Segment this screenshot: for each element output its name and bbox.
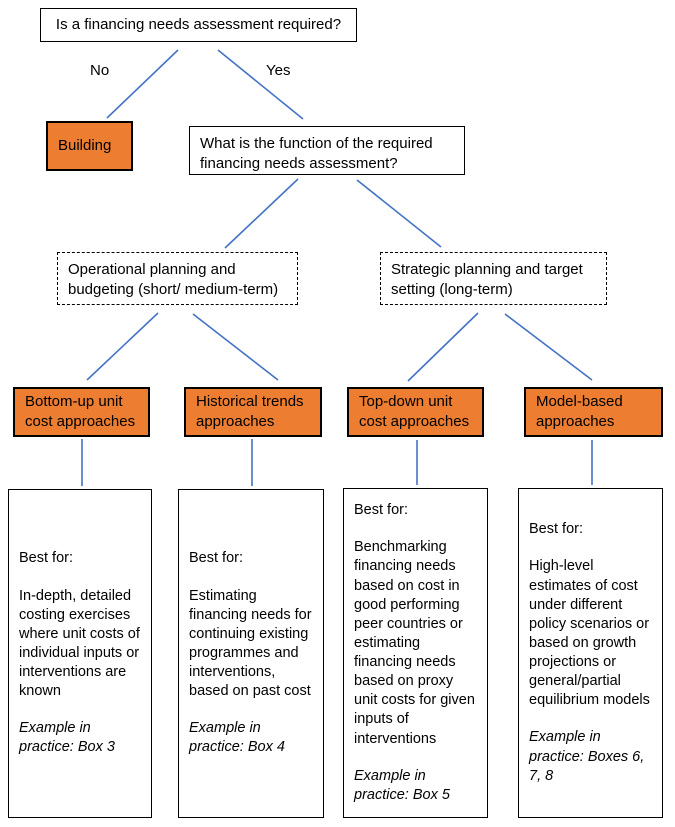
- node-approach-historical: Historical trends approaches: [184, 387, 322, 437]
- connector-operational-to-bottom-up: [86, 312, 159, 381]
- node-function-question: What is the function of the required fin…: [189, 126, 465, 175]
- connector-strategic-to-model-based: [504, 313, 593, 381]
- best-for-text: High-level estimates of cost under diffe…: [529, 558, 650, 709]
- best-for-text: Estimating financing needs for continuin…: [189, 587, 312, 700]
- node-approach-top-down: Top-down unit cost approaches: [347, 387, 484, 437]
- node-approach-model-based: Model-based approaches: [524, 387, 663, 437]
- example-text: Example in practice: Box 4: [189, 720, 285, 756]
- best-for-heading: Best for:: [19, 550, 73, 567]
- best-for-text: Benchmarking financing needs based on co…: [354, 539, 475, 747]
- node-building: Building: [46, 121, 133, 171]
- example-text: Example in practice: Box 3: [19, 720, 115, 756]
- detail-model-based: Best for: High-level estimates of cost u…: [518, 488, 663, 818]
- best-for-heading: Best for:: [354, 502, 408, 519]
- connector-function-to-strategic: [356, 179, 442, 248]
- node-approach-bottom-up: Bottom-up unit cost approaches: [13, 387, 150, 437]
- connector-root-to-function: [217, 49, 304, 120]
- best-for-text: In-depth, detailed costing exercises whe…: [19, 587, 140, 700]
- example-text: Example in practice: Boxes 6, 7, 8: [529, 729, 645, 784]
- best-for-heading: Best for:: [529, 521, 583, 538]
- example-text: Example in practice: Box 5: [354, 767, 450, 803]
- detail-historical: Best for: Estimating financing needs for…: [178, 489, 324, 818]
- node-strategic-planning: Strategic planning and target setting (l…: [380, 252, 607, 305]
- connector-root-to-building: [106, 49, 179, 119]
- best-for-heading: Best for:: [189, 550, 243, 567]
- connector-strategic-to-top-down: [407, 312, 479, 382]
- connector-operational-to-historical: [192, 313, 279, 381]
- detail-bottom-up: Best for: In-depth, detailed costing exe…: [8, 489, 152, 818]
- detail-top-down: Best for: Benchmarking financing needs b…: [343, 488, 488, 818]
- node-operational-planning: Operational planning and budgeting (shor…: [57, 252, 298, 305]
- node-root-question: Is a financing needs assessment required…: [40, 8, 357, 42]
- connector-function-to-operational: [224, 178, 299, 249]
- branch-label-no: No: [90, 62, 110, 79]
- branch-label-yes: Yes: [266, 62, 291, 79]
